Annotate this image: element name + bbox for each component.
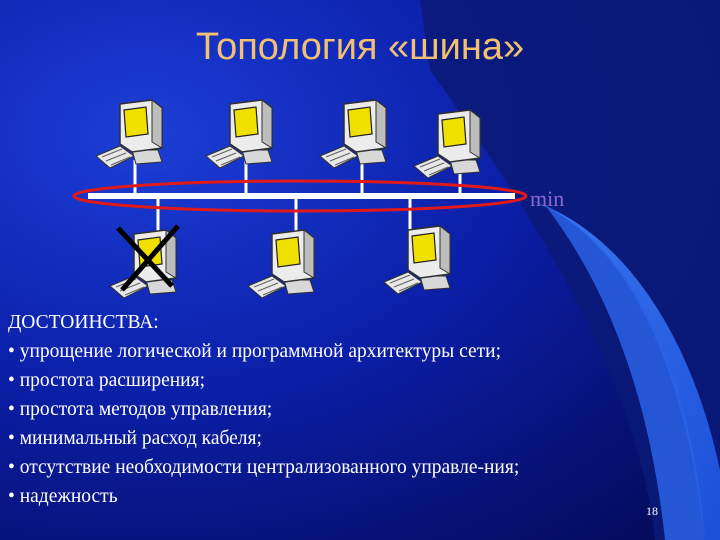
highlight-ellipse [72, 179, 528, 213]
bullet-mark: • [8, 399, 15, 420]
computer-icon [247, 229, 315, 299]
bullet-text: минимальный расход кабеля; [19, 428, 262, 449]
bullet-text: надежность [19, 486, 118, 507]
bullet-item: • минимальный расход кабеля; [8, 424, 519, 453]
bullet-mark: • [8, 428, 15, 449]
bullet-text: простота расширения; [19, 370, 206, 391]
computer-icon [95, 99, 163, 169]
bullet-mark: • [8, 341, 15, 362]
cross-mark-icon [116, 224, 180, 292]
bullet-mark: • [8, 486, 15, 507]
bullet-item: • простота методов управления; [8, 395, 519, 424]
advantages-text: ДОСТОИНСТВА: • упрощение логической и пр… [8, 308, 519, 511]
bus-topology-diagram [72, 99, 528, 299]
bullet-text: отсутствие необходимости централизованно… [19, 457, 520, 478]
advantages-heading: ДОСТОИНСТВА: [8, 312, 159, 333]
slide-title: Топология «шина» [195, 26, 525, 68]
bullet-text: упрощение логической и программной архит… [19, 341, 501, 362]
bullet-item: • надежность [8, 482, 519, 511]
computer-icon [319, 99, 387, 169]
computer-icon [205, 99, 273, 169]
bullet-item: • упрощение логической и программной арх… [8, 337, 519, 366]
bullet-text: простота методов управления; [19, 399, 273, 420]
min-label: min [530, 186, 565, 211]
page-number: 18 [646, 504, 658, 518]
bullet-mark: • [8, 457, 15, 478]
bullet-item: • отсутствие необходимости централизован… [8, 453, 519, 482]
light-swoosh-inner [545, 205, 705, 540]
computer-icon [413, 109, 481, 179]
bullet-item: • простота расширения; [8, 366, 519, 395]
bullet-mark: • [8, 370, 15, 391]
computer-icon [383, 225, 451, 295]
